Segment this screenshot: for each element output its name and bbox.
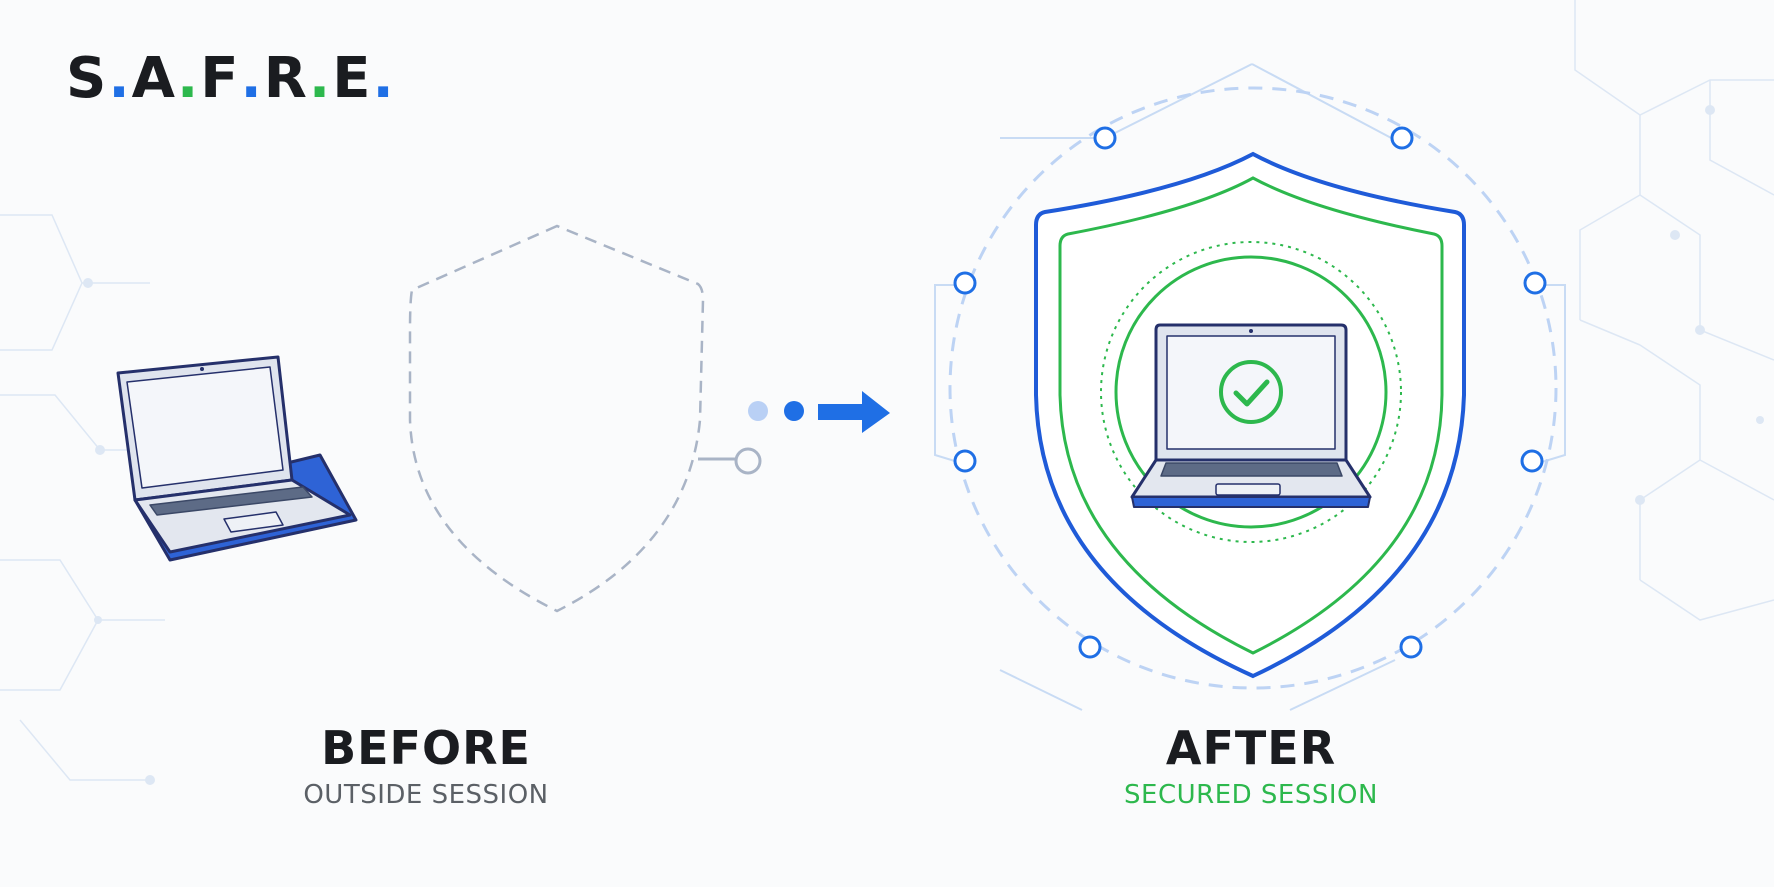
safre-logo: S.A.F.R.E. <box>66 44 396 114</box>
arrow-dot <box>784 401 804 421</box>
logo-letter: S <box>66 46 109 111</box>
logo-dot: . <box>176 46 201 111</box>
before-dashed-shield-icon <box>408 224 705 613</box>
before-title: BEFORE <box>321 721 531 775</box>
logo-letter: R <box>263 46 309 111</box>
after-shield-inner-outline <box>1058 176 1444 655</box>
background-network-nodes <box>83 105 1764 785</box>
logo-dot: . <box>108 46 132 111</box>
after-laptop-icon <box>1130 323 1372 508</box>
arrow-dot-faint <box>748 401 768 421</box>
after-title: AFTER <box>1165 721 1337 775</box>
after-caption: AFTER SECURED SESSION <box>1011 720 1491 812</box>
after-orbit-nodes <box>953 126 1547 659</box>
logo-dot: . <box>372 46 396 111</box>
background-network <box>0 0 1774 781</box>
after-side-bracket-right <box>1541 284 1566 463</box>
before-caption: BEFORE OUTSIDE SESSION <box>186 720 666 812</box>
before-subtitle: OUTSIDE SESSION <box>303 780 549 810</box>
logo-letter: A <box>131 46 177 111</box>
logo-dot: . <box>240 46 264 111</box>
before-connector-node <box>734 447 762 475</box>
transition-arrow-icon <box>748 391 890 433</box>
after-dashed-orbit <box>948 86 1558 690</box>
after-subtitle: SECURED SESSION <box>1124 780 1378 810</box>
after-protection-ring <box>1114 255 1388 529</box>
logo-letter: E <box>332 46 373 111</box>
checkmark-icon <box>1219 360 1283 424</box>
after-protection-ring-dotted <box>1100 241 1402 543</box>
logo-letter: F <box>200 46 241 111</box>
before-laptop-icon <box>116 355 358 562</box>
logo-dot: . <box>308 46 333 111</box>
after-side-bracket-left <box>934 284 959 463</box>
